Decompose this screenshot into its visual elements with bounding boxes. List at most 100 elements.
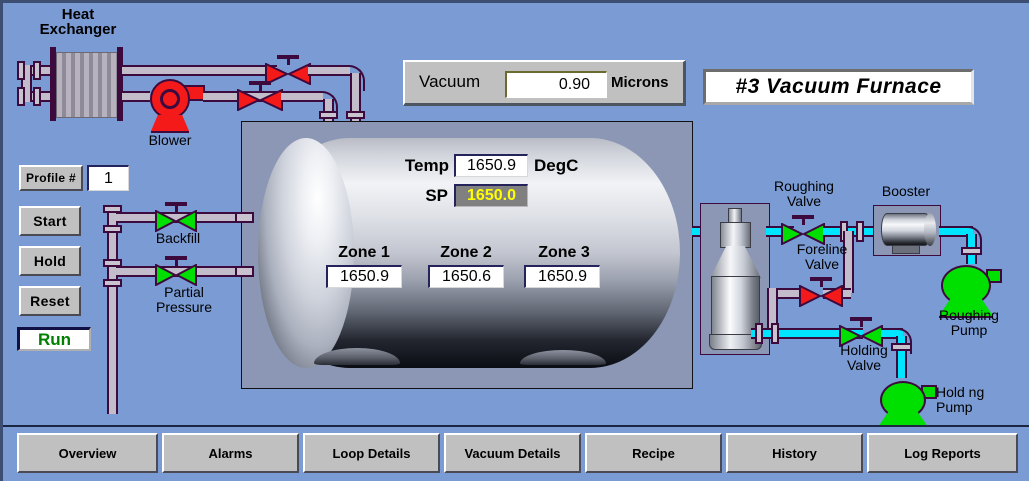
hx-endplate-left xyxy=(50,47,56,121)
valve-roughing[interactable] xyxy=(781,215,825,247)
roughing-pump-label: Roughing Pump xyxy=(939,307,999,338)
roughing-pump-base-outline xyxy=(939,298,993,318)
zone-1-value-field: 1650.9 xyxy=(326,265,402,288)
elbow-lower xyxy=(312,91,338,117)
nav-button-vacuum-details[interactable]: Vacuum Details xyxy=(444,433,581,473)
zone-2-value-field: 1650.6 xyxy=(428,265,504,288)
sp-value-field[interactable]: 1650.0 xyxy=(454,184,528,207)
valve-body-icon xyxy=(799,285,843,307)
roughing-pump-flange xyxy=(961,247,982,255)
start-button[interactable]: Start xyxy=(19,206,81,236)
valve-stem-icon xyxy=(175,256,178,266)
vacuum-readout-panel: Vacuum 0.90 Microns xyxy=(403,60,686,106)
backfill-header-flange-1 xyxy=(103,205,122,213)
booster-end-cap xyxy=(924,213,936,246)
dp-body xyxy=(711,276,760,338)
hx-inlet-riser xyxy=(21,65,32,102)
holding-line-flange-1 xyxy=(755,323,763,344)
valve-stem-icon xyxy=(802,215,805,225)
hx-outlet-pipe-lower xyxy=(122,91,150,102)
hx-inlet-flange-lower xyxy=(17,87,25,106)
roughing-pump-elbow xyxy=(956,226,982,252)
foreline-valve-label: Foreline Valve xyxy=(796,241,848,272)
vacuum-label: Vacuum xyxy=(419,72,481,91)
screen-title: #3 Vacuum Furnace xyxy=(735,75,942,98)
holding-line-pipe xyxy=(751,328,863,339)
temp-value-field: 1650.9 xyxy=(454,154,528,177)
hx-endplate-right xyxy=(117,47,123,121)
blower-label: Blower xyxy=(148,132,192,148)
holding-pump-label: Hold ng Pump xyxy=(936,384,985,415)
dp-inlet-pipe xyxy=(766,226,794,237)
reset-button[interactable]: Reset xyxy=(19,286,81,316)
vacuum-units-label: Microns xyxy=(611,74,669,91)
backfill-header-flange-2 xyxy=(103,225,122,233)
zone-3-value-field: 1650.9 xyxy=(524,265,600,288)
temp-label: Temp xyxy=(404,156,449,175)
backfill-header-flange-3 xyxy=(103,259,122,267)
dp-upper-collar xyxy=(720,222,751,248)
backfill-header-flange-4 xyxy=(103,279,122,287)
hx-inlet-flange-upper xyxy=(17,61,25,80)
nav-button-alarms[interactable]: Alarms xyxy=(162,433,299,473)
valve-foreline[interactable] xyxy=(799,277,843,309)
nav-button-log-reports[interactable]: Log Reports xyxy=(867,433,1018,473)
zone-3-label: Zone 3 xyxy=(538,244,590,261)
valve-partial-pressure[interactable] xyxy=(155,256,197,288)
holding-pump-downcomer xyxy=(896,336,907,378)
heat-exchanger-label: Heat Exchanger xyxy=(39,6,117,38)
vessel-feed-flange-lower xyxy=(319,111,338,119)
hx-outlet-pipe-upper xyxy=(122,65,277,76)
vessel-feed-pipe-upper xyxy=(350,73,361,123)
foreline-branch-riser xyxy=(843,231,854,293)
valve-body-icon xyxy=(781,223,825,245)
blower-base-outline xyxy=(151,115,189,133)
roughing-valve-label: Roughing Valve xyxy=(774,178,834,209)
valve-stem-icon xyxy=(860,317,863,327)
hold-button[interactable]: Hold xyxy=(19,246,81,276)
valve-body-icon xyxy=(155,264,197,286)
valve-stem-icon xyxy=(259,81,262,91)
dp-cone xyxy=(710,246,761,278)
partial-pressure-valve-label: Partial Pressure xyxy=(155,284,213,315)
temp-units-label: DegC xyxy=(534,156,579,175)
holding-pump-flange xyxy=(891,343,912,351)
nav-button-recipe[interactable]: Recipe xyxy=(585,433,722,473)
holding-pump-base xyxy=(878,411,928,427)
roughing-pump-base xyxy=(939,298,993,316)
valve-backfill[interactable] xyxy=(155,202,197,234)
booster-body xyxy=(881,213,931,246)
roughing-line-flange-2 xyxy=(856,221,864,242)
booster-panel xyxy=(873,205,941,256)
vacuum-value-field[interactable]: 0.90 xyxy=(505,71,607,98)
foreline-pipe-left xyxy=(767,288,803,299)
nav-button-overview[interactable]: Overview xyxy=(17,433,158,473)
vessel-nozzle-backfill xyxy=(235,212,254,223)
furnace-tank-front-head xyxy=(258,138,354,368)
valve-stem-icon xyxy=(175,202,178,212)
heat-exchanger-body xyxy=(56,52,118,118)
valve-stem-icon xyxy=(820,277,823,287)
profile-number-field[interactable]: 1 xyxy=(87,165,129,191)
backfill-header-pipe xyxy=(107,209,118,414)
nav-button-loop-details[interactable]: Loop Details xyxy=(303,433,440,473)
elbow-upper xyxy=(339,65,365,91)
foreline-dp-riser xyxy=(767,288,778,330)
top-line-lower-run xyxy=(281,91,323,102)
holding-pump-elbow xyxy=(886,328,912,354)
blower-base xyxy=(151,115,189,131)
valve-stem-icon xyxy=(287,55,290,65)
sp-label: SP xyxy=(425,186,448,205)
valve-heat-exchanger-lower[interactable] xyxy=(237,81,283,113)
vessel-feed-flange-upper xyxy=(346,111,365,119)
valve-body-icon xyxy=(237,89,283,111)
blower-impeller-icon xyxy=(160,89,180,109)
booster-foot xyxy=(892,245,920,254)
vessel-nozzle-partial-pressure xyxy=(235,266,254,277)
nav-button-history[interactable]: History xyxy=(726,433,863,473)
navigation-bar: Overview Alarms Loop Details Vacuum Deta… xyxy=(3,425,1029,481)
hx-pipe-flange-upper xyxy=(33,61,41,80)
holding-line-flange-2 xyxy=(771,323,779,344)
zone-1-label: Zone 1 xyxy=(338,244,390,261)
zone-2-label: Zone 2 xyxy=(440,244,492,261)
